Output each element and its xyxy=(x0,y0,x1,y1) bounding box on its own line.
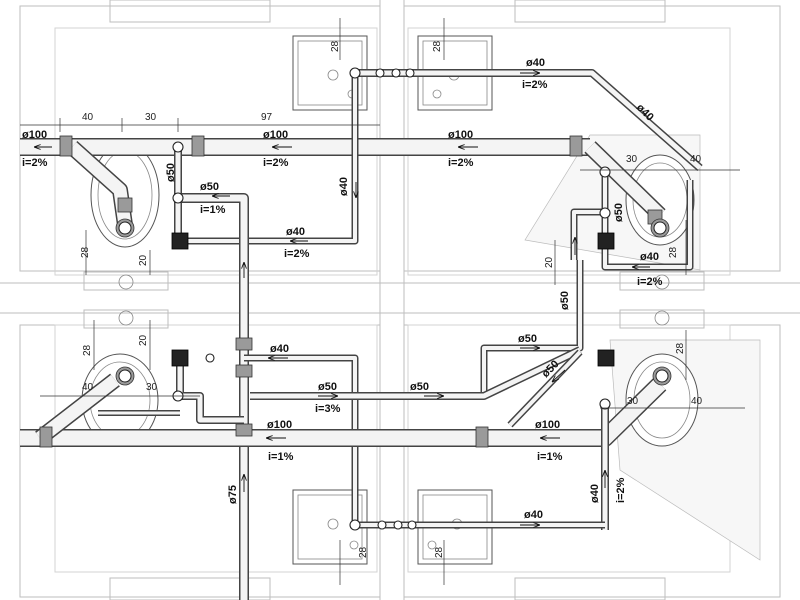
dimension-label: 28 xyxy=(330,40,341,52)
pipe-label: ø40 xyxy=(524,509,543,521)
slope-label: i=1% xyxy=(200,204,226,216)
pipe-label: ø50 xyxy=(613,203,625,222)
slope-label: i=2% xyxy=(263,157,289,169)
pipe-label: ø40 xyxy=(589,484,601,503)
pipe-segment-body xyxy=(67,142,132,226)
valve-icon xyxy=(205,353,215,363)
slope-label: i=2% xyxy=(22,157,48,169)
dimension-label: 28 xyxy=(432,40,443,52)
slope-label: i=2% xyxy=(284,248,310,260)
slope-label: i=1% xyxy=(268,451,294,463)
toilet-bottom-right xyxy=(625,353,699,447)
slope-label: i=2% xyxy=(637,276,663,288)
valve-icon xyxy=(599,398,611,410)
valve-icon xyxy=(172,141,184,153)
pipe-network xyxy=(20,69,703,600)
pipe-label: ø50 xyxy=(410,381,429,393)
valve-icon xyxy=(349,519,361,531)
flow-arrows xyxy=(34,73,650,525)
floor-drain-icon xyxy=(597,232,615,250)
dimension-label: 28 xyxy=(82,344,93,356)
pipe-label: ø100 xyxy=(448,129,473,141)
fittings xyxy=(39,135,672,448)
pipe-segment-body xyxy=(180,194,248,600)
pipe-label: ø50 xyxy=(165,163,177,182)
valve-icon xyxy=(172,192,184,204)
dimension-label: 20 xyxy=(138,254,149,266)
dimension-label: 30 xyxy=(627,396,639,407)
dimension-label: 28 xyxy=(675,342,686,354)
dimension-label: 40 xyxy=(82,382,94,393)
pipe-labels: ø100 i=2% ø100 i=2% ø100 i=2% ø40 i=2% ø… xyxy=(22,57,663,521)
pipe-label: ø40 xyxy=(286,226,305,238)
dimension-labels: 40 30 97 28 28 28 20 30 40 28 20 28 40 3… xyxy=(80,40,703,558)
pipe-segment-body xyxy=(36,374,119,444)
floor-drain-icon xyxy=(171,232,189,250)
pipe-segment-body xyxy=(177,358,244,423)
pipe-segment-body xyxy=(508,350,582,427)
dimension-label: 20 xyxy=(138,334,149,346)
dimension-label: 40 xyxy=(82,112,94,123)
slope-label: i=2% xyxy=(448,157,474,169)
pipe-label: ø100 xyxy=(263,129,288,141)
pipe-segment xyxy=(176,358,244,424)
pipe-label: ø40 xyxy=(526,57,545,69)
dimension-label: 28 xyxy=(358,546,369,558)
slope-label: i=3% xyxy=(315,403,341,415)
pipe-segment-body xyxy=(355,70,702,170)
dimension-label: 30 xyxy=(146,382,158,393)
valve-icon xyxy=(599,207,611,219)
floor-drain-icon xyxy=(171,349,189,367)
pipe-segment-body xyxy=(585,142,665,220)
slope-label: i=2% xyxy=(522,79,548,91)
pipe-label: ø40 xyxy=(338,177,350,196)
pipe-label: ø50 xyxy=(559,291,571,310)
slope-label: i=1% xyxy=(537,451,563,463)
dimension-label: 28 xyxy=(80,246,91,258)
pipe-label: ø40 xyxy=(640,251,659,263)
dimension-label: 20 xyxy=(544,256,555,268)
valve-icon xyxy=(405,68,415,78)
pipe-label: ø75 xyxy=(227,485,239,504)
dimension-label: 30 xyxy=(145,112,157,123)
valve-icon xyxy=(377,520,387,530)
dimension-lines xyxy=(20,18,745,585)
slope-label: i=2% xyxy=(615,477,627,503)
valve-icon xyxy=(393,520,403,530)
pipe-label: ø40 xyxy=(634,102,656,124)
dimension-label: 28 xyxy=(434,546,445,558)
valve-icon xyxy=(407,520,417,530)
floor-drain-icon xyxy=(597,349,615,367)
valve-icon xyxy=(391,68,401,78)
dimension-label: 30 xyxy=(626,154,638,165)
valve-icon xyxy=(349,67,361,79)
pipe-label: ø100 xyxy=(22,129,47,141)
dimension-label: 28 xyxy=(668,246,679,258)
valve-icon xyxy=(599,166,611,178)
pipe-label: ø50 xyxy=(200,181,219,193)
dimension-label: 40 xyxy=(691,396,703,407)
pipe-label: ø50 xyxy=(318,381,337,393)
pipe-label: ø50 xyxy=(518,333,537,345)
valves xyxy=(171,67,615,531)
valve-icon xyxy=(375,68,385,78)
dimension-label: 40 xyxy=(690,154,702,165)
dimension-label: 97 xyxy=(261,112,273,123)
pipe-label: ø100 xyxy=(267,419,292,431)
pipe-label: ø100 xyxy=(535,419,560,431)
pipe-segment-body xyxy=(180,73,357,243)
pipe-label: ø40 xyxy=(270,343,289,355)
